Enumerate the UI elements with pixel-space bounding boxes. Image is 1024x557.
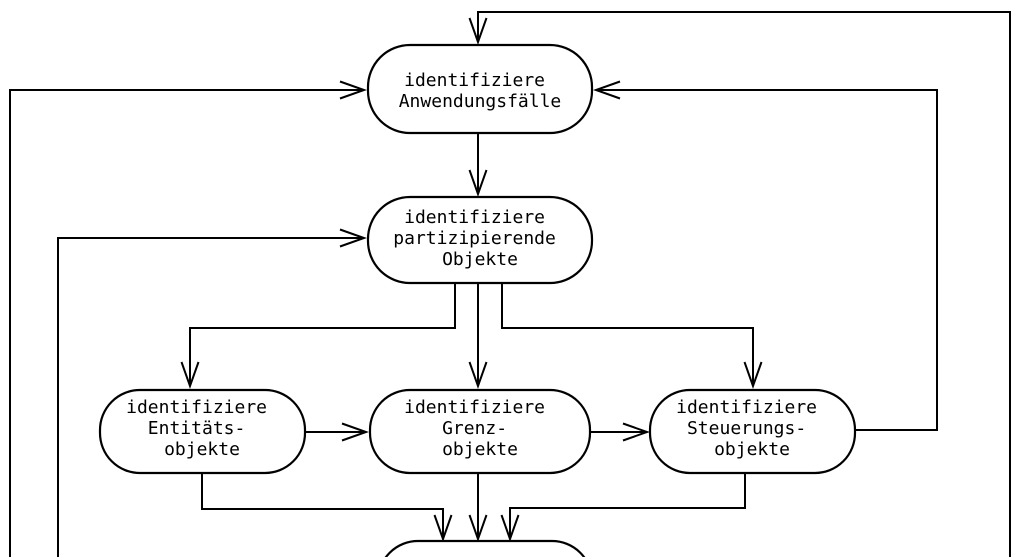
node-bottom-partial bbox=[384, 539, 586, 557]
label-line: identifiziere bbox=[676, 397, 817, 418]
edge-loop-bottom-to-anwendungsfaelle-left bbox=[9, 80, 367, 557]
label-line: objekte bbox=[442, 439, 518, 460]
node-identifiziere-anwendungsfaelle bbox=[366, 43, 594, 135]
label-line: Grenz- bbox=[442, 418, 507, 439]
edge-steuerungs-to-anwendungsfaelle bbox=[593, 80, 938, 431]
label-line: identifiziere bbox=[404, 397, 545, 418]
node-identifiziere-grenzobjekte bbox=[368, 388, 592, 475]
edge-steuerungs-to-bottom bbox=[500, 472, 746, 542]
node-label-partizipierende: identifiziere partizipierende Objekte bbox=[393, 207, 566, 270]
node-label-entitaets: identifiziere Entitäts- objekte bbox=[126, 397, 278, 460]
node-identifiziere-partizipierende-objekte bbox=[366, 195, 594, 285]
edge-partizipierende-to-steuerungs bbox=[501, 283, 763, 389]
label-line: partizipierende bbox=[393, 228, 556, 249]
node-identifiziere-entitaetsobjekte bbox=[98, 388, 307, 475]
label-line: Steuerungs- bbox=[687, 418, 806, 439]
node-label-grenz: identifiziere Grenz- objekte bbox=[404, 397, 556, 460]
label-line: identifiziere bbox=[404, 207, 545, 228]
node-label-steuerungs: identifiziere Steuerungs- objekte bbox=[676, 397, 828, 460]
edge-partizipierende-to-entitaets bbox=[180, 283, 456, 389]
label-line: objekte bbox=[714, 439, 790, 460]
label-line: identifiziere bbox=[126, 397, 267, 418]
edge-entitaets-to-bottom bbox=[201, 472, 453, 542]
edge-loop-bottom-to-anwendungsfaelle-top bbox=[468, 11, 1011, 557]
label-line: Anwendungsfälle bbox=[399, 91, 562, 112]
node-label-anwendungsfaelle: identifiziere Anwendungsfälle bbox=[399, 70, 562, 112]
label-line: Entitäts- bbox=[148, 418, 246, 439]
node-identifiziere-steuerungsobjekte bbox=[648, 388, 857, 475]
label-line: Objekte bbox=[442, 249, 518, 270]
label-line: objekte bbox=[164, 439, 240, 460]
label-line: identifiziere bbox=[404, 70, 545, 91]
edge-loop-bottom-to-partizipierende-left bbox=[57, 228, 367, 557]
